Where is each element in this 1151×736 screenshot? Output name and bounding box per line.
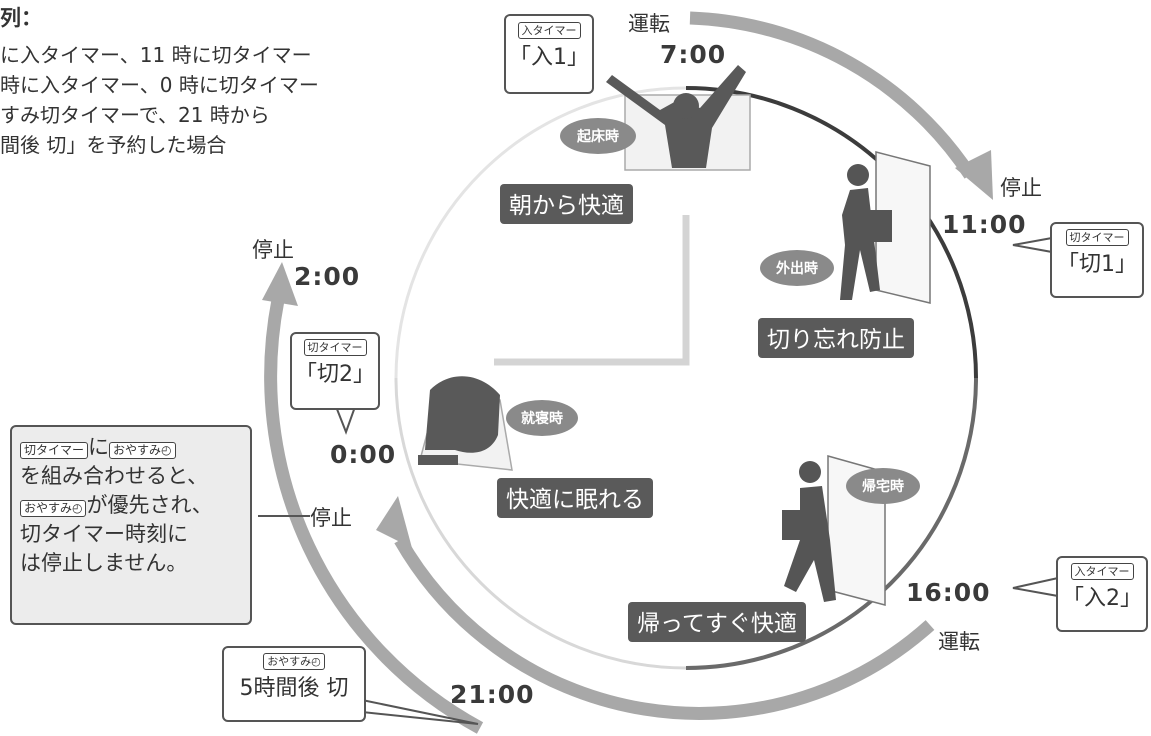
scene-home-badge: 帰宅時 xyxy=(846,468,920,504)
callout-sleep-timer-text: 5時間後 切 xyxy=(239,676,349,701)
time-16-00: 16:00 xyxy=(906,578,991,607)
example-line-1: に入タイマー、11 時に切タイマー xyxy=(0,43,312,67)
callout-on-timer-2: 入タイマー 「入2」 xyxy=(1056,556,1148,632)
example-title: 列： xyxy=(0,6,42,30)
clock-hands xyxy=(494,215,690,366)
label-return-comfort: 帰ってすぐ快適 xyxy=(628,602,806,642)
note-line-4: 切タイマー時刻に xyxy=(20,522,188,546)
note-ni: に xyxy=(88,435,110,459)
note-line-3: おやすみ◴が優先され、 xyxy=(20,491,242,520)
scene-out-badge: 外出時 xyxy=(760,250,834,286)
state-stop-0: 停止 xyxy=(310,506,352,530)
time-7-00: 7:00 xyxy=(660,40,727,69)
label-morning-comfort: 朝から快適 xyxy=(500,184,633,224)
priority-note: 切タイマーにおやすみ◴ を組み合わせると、 おやすみ◴が優先され、 切タイマー時… xyxy=(10,425,252,625)
state-run-top: 運転 xyxy=(628,12,670,36)
callout-off-timer-1-text: 「切1」 xyxy=(1057,252,1137,277)
on-timer-badge: 入タイマー xyxy=(1070,563,1134,580)
on-timer-badge: 入タイマー xyxy=(517,22,581,39)
time-2-00: 2:00 xyxy=(294,262,361,291)
sleep-silhouette xyxy=(418,376,513,471)
callout-on-timer-1-text: 「入1」 xyxy=(509,45,589,70)
time-11-00: 11:00 xyxy=(942,210,1027,239)
callout-off-timer-2-text: 「切2」 xyxy=(295,362,375,387)
state-run-16: 運転 xyxy=(938,630,980,654)
out-silhouette xyxy=(840,151,931,304)
sleep-timer-badge: おやすみ◴ xyxy=(109,442,176,459)
callout-off-timer-2: 切タイマー 「切2」 xyxy=(290,332,380,410)
example-line-3: すみ切タイマーで、21 時から xyxy=(0,103,270,127)
off-timer-badge: 切タイマー xyxy=(1065,229,1129,246)
arrow-run-7-11 xyxy=(689,11,993,200)
callout-on-timer-1: 入タイマー 「入1」 xyxy=(504,14,594,94)
label-sleep-comfort: 快適に眠れる xyxy=(497,478,653,518)
label-forget-prevent: 切り忘れ防止 xyxy=(758,318,914,358)
scene-sleep-badge: 就寝時 xyxy=(506,400,578,436)
note-line-2: を組み合わせると、 xyxy=(20,464,209,488)
note-line-5: は停止しません。 xyxy=(20,551,188,575)
time-21-00: 21:00 xyxy=(450,680,535,709)
note-line-1: 切タイマーにおやすみ◴ xyxy=(20,433,242,462)
state-stop-2: 停止 xyxy=(252,238,294,262)
example-line-2: 時に入タイマー、0 時に切タイマー xyxy=(0,73,319,97)
note-line-3-text: が優先され、 xyxy=(86,493,213,517)
callout-on-timer-2-text: 「入2」 xyxy=(1062,586,1142,611)
callout-sleep-timer: おやすみ◴ 5時間後 切 xyxy=(222,646,366,722)
arrow-run-16-0 xyxy=(376,496,935,720)
example-line-4: 間後 切」を予約した場合 xyxy=(0,133,227,157)
time-0-00: 0:00 xyxy=(330,440,397,469)
sleep-timer-badge: おやすみ◴ xyxy=(20,500,87,517)
off-timer-badge: 切タイマー xyxy=(303,339,367,356)
sleep-timer-badge: おやすみ◴ xyxy=(263,653,325,670)
arrow-sleep-21-2 xyxy=(262,262,484,734)
state-stop-11: 停止 xyxy=(1000,176,1042,200)
callout-off-timer-1: 切タイマー 「切1」 xyxy=(1050,222,1144,298)
off-timer-badge: 切タイマー xyxy=(20,442,89,459)
wake-silhouette xyxy=(606,65,751,171)
scene-wake-badge: 起床時 xyxy=(560,118,636,154)
